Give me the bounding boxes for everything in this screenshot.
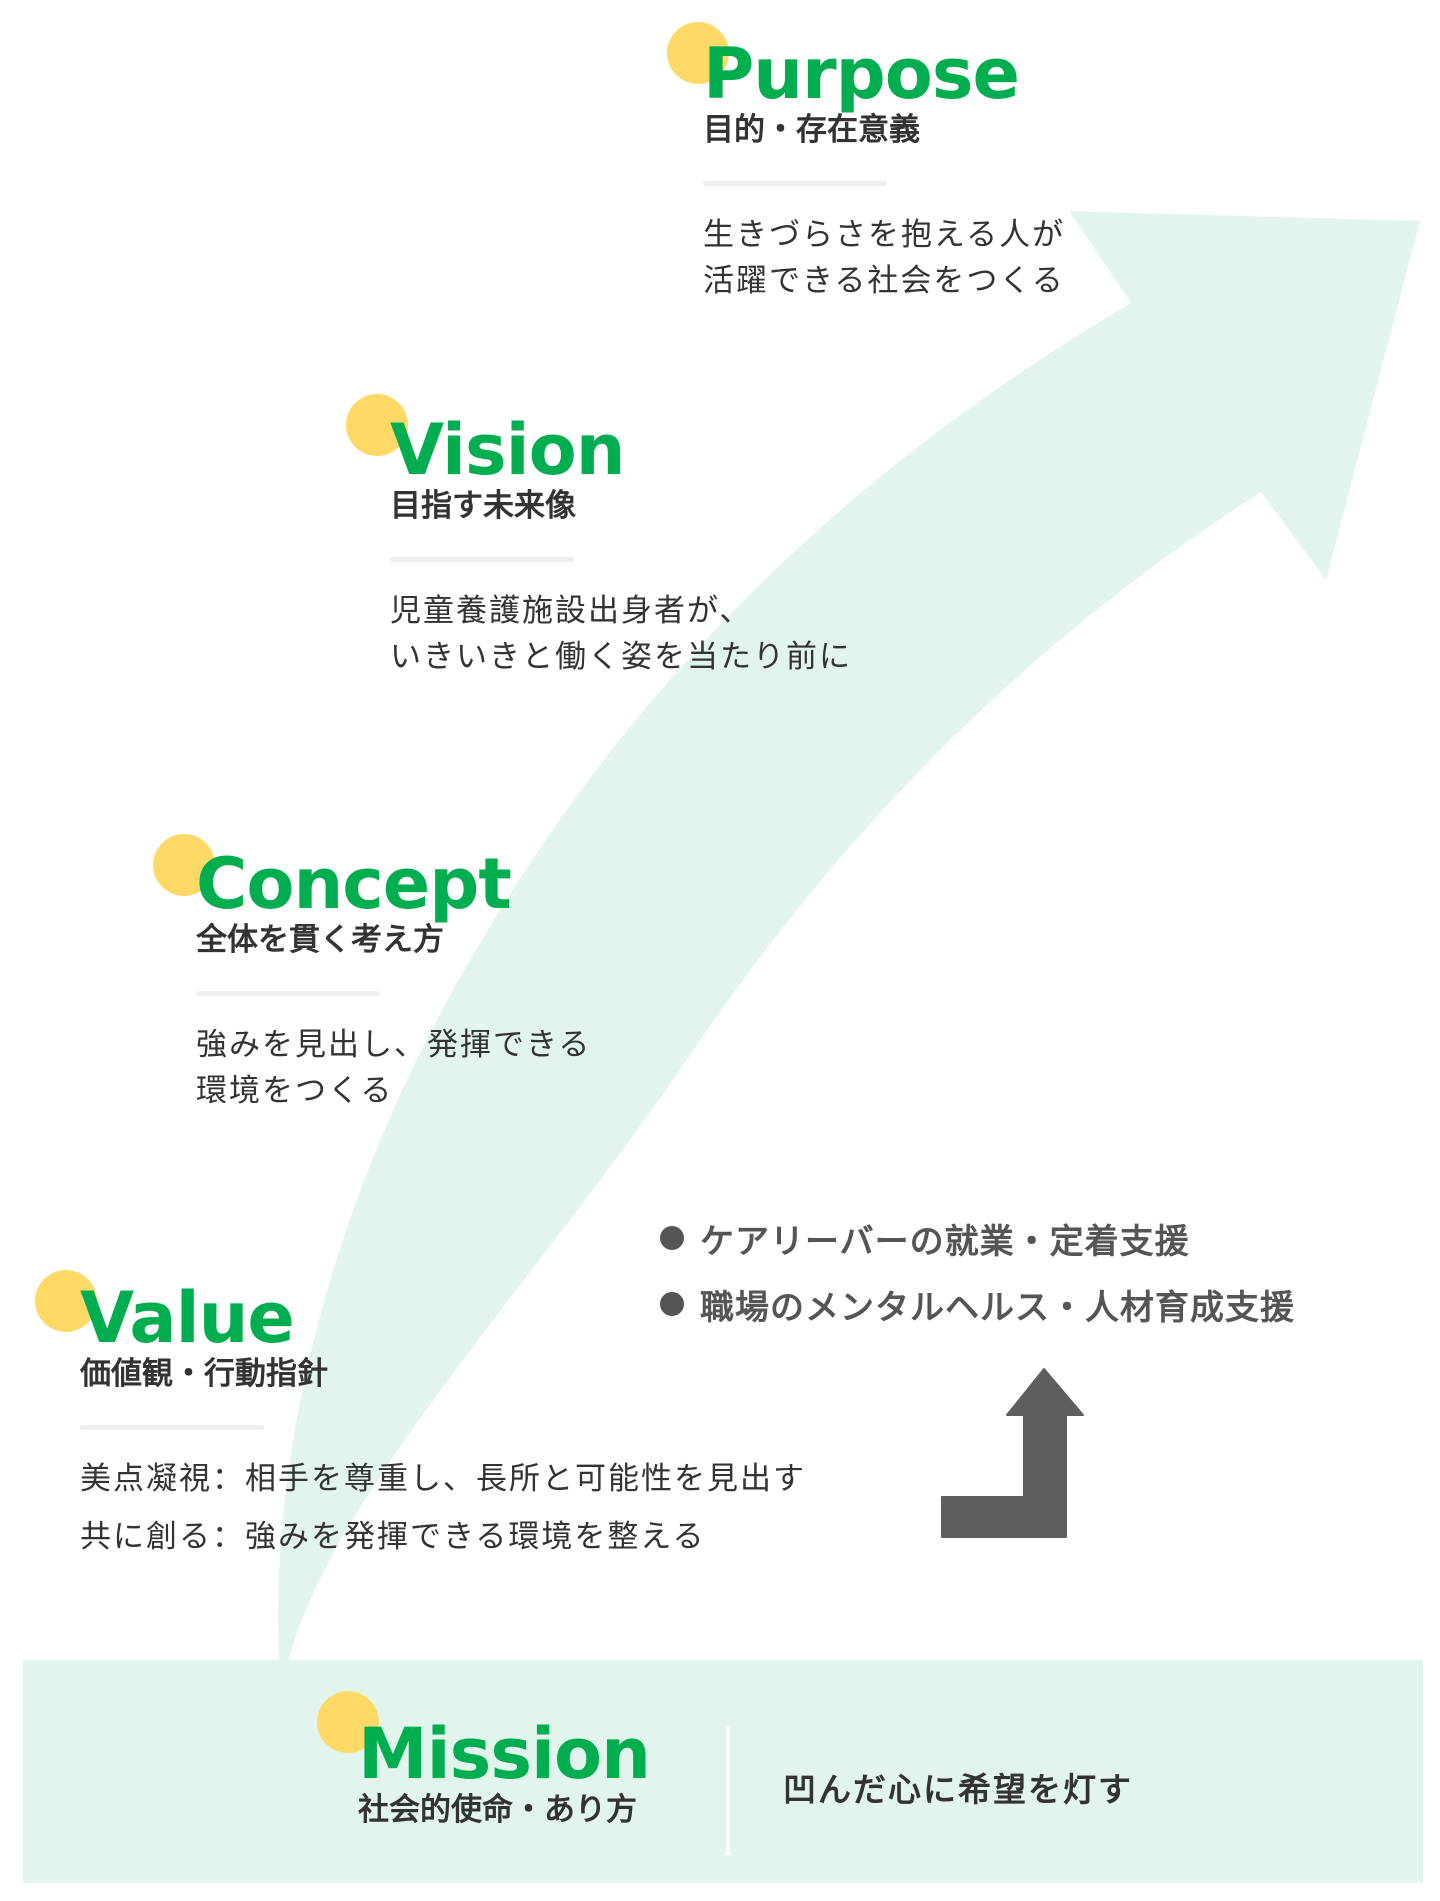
yellow-dot-icon bbox=[153, 834, 215, 896]
mission-title: Mission bbox=[358, 1713, 651, 1795]
purpose-body-line: 活躍できる社会をつくる bbox=[703, 263, 1065, 299]
yellow-dot-icon bbox=[346, 394, 408, 456]
value-body: 美点凝視：相手を尊重し、長所と可能性を見出す 共に創る：強みを発揮できる環境を整… bbox=[80, 1450, 806, 1566]
value-subtitle: 価値観・行動指針 bbox=[80, 1356, 328, 1392]
concept-body-line: 環境をつくる bbox=[196, 1073, 394, 1109]
mission-subtitle: 社会的使命・あり方 bbox=[358, 1792, 637, 1828]
list-item: ケアリーバーの就業・定着支援 bbox=[660, 1205, 1295, 1271]
vision-title: Vision bbox=[390, 409, 626, 491]
purpose-divider bbox=[703, 181, 887, 186]
purpose-title: Purpose bbox=[703, 33, 1020, 115]
yellow-dot-icon bbox=[317, 1691, 379, 1753]
concept-subtitle: 全体を貫く考え方 bbox=[196, 922, 444, 958]
concept-body: 強みを見出し、発揮できる 環境をつくる bbox=[196, 1022, 591, 1114]
vision-subtitle: 目指す未来像 bbox=[390, 488, 576, 524]
mission-statement: 凹んだ心に希望を灯す bbox=[783, 1770, 1133, 1809]
vision-body-line: いきいきと働く姿を当たり前に bbox=[390, 639, 852, 675]
yellow-dot-icon bbox=[35, 1270, 97, 1332]
purpose-body: 生きづらさを抱える人が 活躍できる社会をつくる bbox=[703, 212, 1065, 304]
purpose-subtitle: 目的・存在意義 bbox=[703, 112, 920, 148]
mission-panel bbox=[23, 1660, 1423, 1883]
value-title: Value bbox=[80, 1277, 295, 1359]
bullet-icon bbox=[660, 1292, 684, 1316]
turn-up-arrow-icon bbox=[941, 1368, 1084, 1538]
purpose-body-line: 生きづらさを抱える人が bbox=[703, 217, 1066, 253]
concept-divider bbox=[196, 991, 380, 996]
service-label: 職場のメンタルヘルス・人材育成支援 bbox=[700, 1287, 1295, 1328]
concept-body-line: 強みを見出し、発揮できる bbox=[196, 1027, 592, 1063]
vision-body: 児童養護施設出身者が、 いきいきと働く姿を当たり前に bbox=[390, 588, 852, 680]
value-section: Value 価値観・行動指針 美点凝視：相手を尊重し、長所と可能性を見出す 共に… bbox=[35, 1270, 806, 1566]
vision-divider bbox=[390, 557, 574, 562]
mission-section: Mission 社会的使命・あり方 bbox=[287, 1690, 651, 1828]
mission-divider bbox=[726, 1727, 730, 1855]
yellow-dot-icon bbox=[667, 22, 729, 84]
service-label: ケアリーバーの就業・定着支援 bbox=[700, 1221, 1190, 1262]
list-item: 職場のメンタルヘルス・人材育成支援 bbox=[660, 1271, 1295, 1337]
value-body-line: 美点凝視：相手を尊重し、長所と可能性を見出す bbox=[80, 1461, 806, 1497]
vision-body-line: 児童養護施設出身者が、 bbox=[390, 593, 753, 629]
concept-section: Concept 全体を貫く考え方 強みを見出し、発揮できる 環境をつくる bbox=[153, 834, 591, 1114]
purpose-section: Purpose 目的・存在意義 生きづらさを抱える人が 活躍できる社会をつくる bbox=[667, 22, 1065, 304]
vision-section: Vision 目指す未来像 児童養護施設出身者が、 いきいきと働く姿を当たり前に bbox=[346, 394, 852, 680]
services-list: ケアリーバーの就業・定着支援 職場のメンタルヘルス・人材育成支援 bbox=[660, 1205, 1295, 1337]
concept-title: Concept bbox=[196, 843, 512, 925]
value-body-line: 共に創る：強みを発揮できる環境を整える bbox=[80, 1519, 706, 1555]
value-divider bbox=[80, 1425, 264, 1430]
bullet-icon bbox=[660, 1226, 684, 1250]
